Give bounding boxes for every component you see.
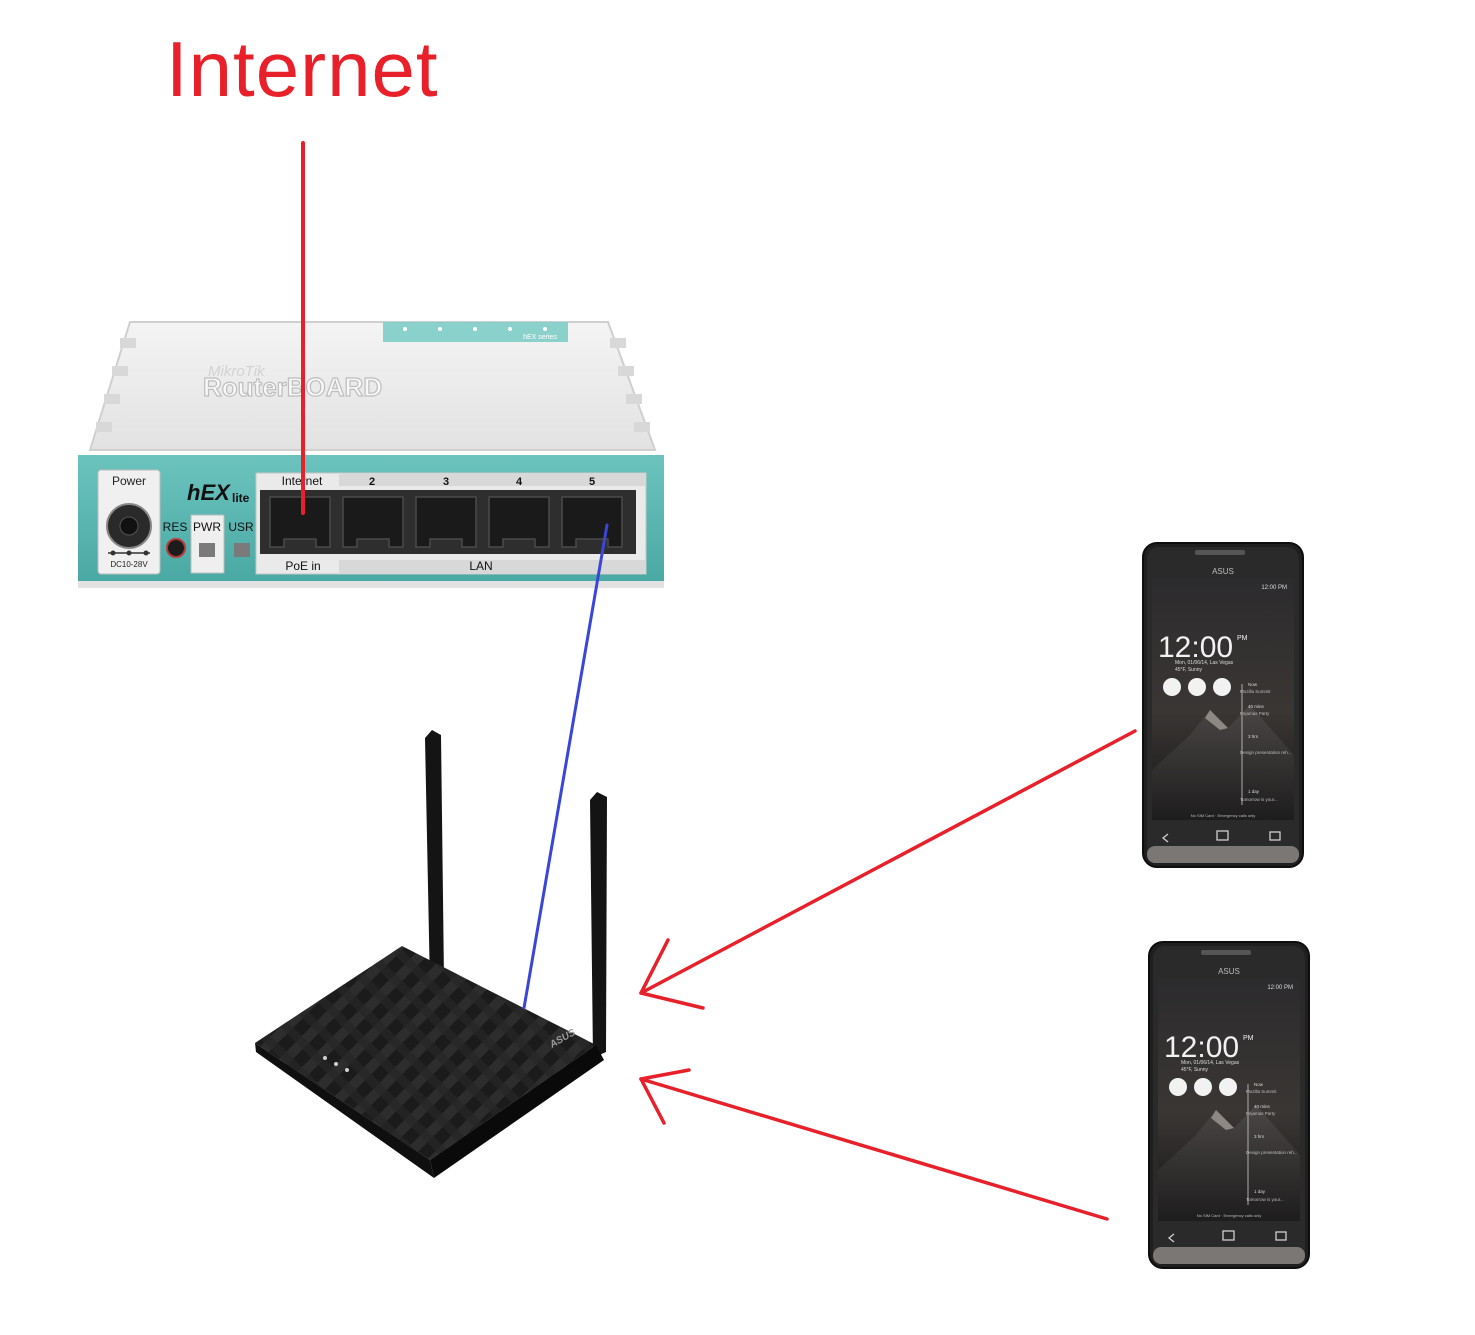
phone-bottom-phone-icon bbox=[1194, 1078, 1212, 1096]
phone-top-weather: 45°F, Sunny bbox=[1175, 667, 1203, 673]
reset-button[interactable] bbox=[166, 538, 186, 558]
port-label-5: 5 bbox=[589, 476, 595, 488]
phone-bottom-brand: ASUS bbox=[1218, 967, 1240, 976]
phone-top-event-3: 3 hrs bbox=[1248, 734, 1259, 739]
phone-top-brand: ASUS bbox=[1212, 567, 1234, 576]
phone-bottom: ASUS 12:00 PM 12:00 PM Mon, 01/06/14, La… bbox=[1148, 941, 1310, 1269]
phone-bottom-event-3-detail: Design presentation reh... bbox=[1246, 1150, 1298, 1155]
phone-top-date: Mon, 01/06/14, Las Vegas bbox=[1175, 660, 1234, 666]
phone-bottom-event-2-detail: Pejamas Party bbox=[1246, 1111, 1276, 1116]
poe-label: PoE in bbox=[285, 559, 320, 573]
phone-bottom-recents-icon bbox=[1275, 1231, 1287, 1241]
ethernet-port-2 bbox=[342, 496, 404, 548]
asus-wifi-router: ASUS bbox=[255, 730, 607, 1178]
phone-top: ASUS 12:00 PM 12:00 PM Mon, 01/06/14, La… bbox=[1142, 542, 1304, 868]
phone-top-event-4: 1 day bbox=[1248, 789, 1260, 794]
phone-bottom-event-4-detail: Tomorrow is your... bbox=[1246, 1197, 1284, 1202]
phone-bottom-weather: 45°F, Sunny bbox=[1181, 1067, 1209, 1073]
phone-top-event-3-detail: Design presentation reh... bbox=[1240, 750, 1292, 755]
ethernet-port-5 bbox=[561, 496, 623, 548]
phone-bottom-status-time: 12:00 PM bbox=[1267, 985, 1293, 991]
phone-top-recents-icon bbox=[1269, 831, 1281, 841]
wifi-arrow-phone-top bbox=[639, 729, 1137, 1010]
series-label: hEX series bbox=[523, 334, 557, 341]
phone-top-event-1-detail: Mozilla Summit bbox=[1240, 689, 1271, 694]
pwr-label: PWR bbox=[193, 520, 221, 534]
res-label: RES bbox=[163, 520, 188, 534]
phone-top-phone-icon bbox=[1188, 678, 1206, 696]
ethernet-port-4 bbox=[488, 496, 550, 548]
phone-top-footer: No SIM Card · Emergency calls only bbox=[1191, 813, 1255, 818]
brand-large: RouterBOARD bbox=[203, 372, 382, 402]
phone-top-camera-icon bbox=[1163, 678, 1181, 696]
phone-top-event-4-detail: Tomorrow is your... bbox=[1240, 797, 1278, 802]
phone-top-mail-icon bbox=[1213, 678, 1231, 696]
led-strip bbox=[383, 322, 568, 342]
phone-top-event-2: 40 mins bbox=[1248, 704, 1265, 709]
phone-bottom-date: Mon, 01/06/14, Las Vegas bbox=[1181, 1060, 1240, 1066]
phone-top-event-1: Now bbox=[1248, 682, 1258, 687]
wifi-arrow-phone-bottom bbox=[639, 1068, 1109, 1221]
phone-bottom-event-4: 1 day bbox=[1254, 1189, 1266, 1194]
model-lite: lite bbox=[232, 491, 250, 505]
antenna-right bbox=[590, 792, 607, 1058]
usr-label: USR bbox=[228, 520, 254, 534]
phone-bottom-clock-suffix: PM bbox=[1243, 1035, 1254, 1042]
pwr-led bbox=[199, 543, 215, 557]
usr-led bbox=[234, 543, 250, 557]
mikrotik-router: hEX series MikroTik RouterBOARD Power DC… bbox=[78, 321, 664, 588]
phone-bottom-event-1: Now bbox=[1254, 1082, 1264, 1087]
phone-bottom-camera-icon bbox=[1169, 1078, 1187, 1096]
antenna-left bbox=[425, 730, 444, 986]
phone-bottom-mail-icon bbox=[1219, 1078, 1237, 1096]
internet-label: Internet bbox=[166, 25, 439, 113]
phone-top-home-icon bbox=[1216, 830, 1229, 841]
phone-bottom-home-icon bbox=[1222, 1230, 1235, 1241]
port-label-2: 2 bbox=[369, 476, 375, 488]
port-label-3: 3 bbox=[443, 476, 449, 488]
phone-top-clock-suffix: PM bbox=[1237, 635, 1248, 642]
phone-bottom-clock: 12:00 bbox=[1164, 1031, 1239, 1064]
phone-top-clock: 12:00 bbox=[1158, 631, 1233, 664]
power-label: Power bbox=[112, 474, 146, 488]
phone-bottom-event-2: 40 mins bbox=[1254, 1104, 1271, 1109]
phone-top-back-icon bbox=[1161, 833, 1169, 843]
lan-link-line bbox=[522, 523, 609, 1010]
model-hex: hEX bbox=[187, 480, 231, 505]
port-label-4: 4 bbox=[516, 476, 523, 488]
phone-bottom-event-3: 3 hrs bbox=[1254, 1134, 1265, 1139]
phone-bottom-event-1-detail: Mozilla Summit bbox=[1246, 1089, 1277, 1094]
dc-label: DC10-28V bbox=[110, 560, 148, 569]
ethernet-port-3 bbox=[415, 496, 477, 548]
lan-label: LAN bbox=[469, 559, 492, 573]
brand-small: MikroTik bbox=[208, 363, 266, 380]
phone-top-event-2-detail: Pejamas Party bbox=[1240, 711, 1270, 716]
phone-bottom-back-icon bbox=[1167, 1233, 1175, 1243]
ethernet-port-1 bbox=[269, 496, 331, 548]
phone-top-status-time: 12:00 PM bbox=[1261, 585, 1287, 591]
phone-bottom-footer: No SIM Card · Emergency calls only bbox=[1197, 1213, 1261, 1218]
